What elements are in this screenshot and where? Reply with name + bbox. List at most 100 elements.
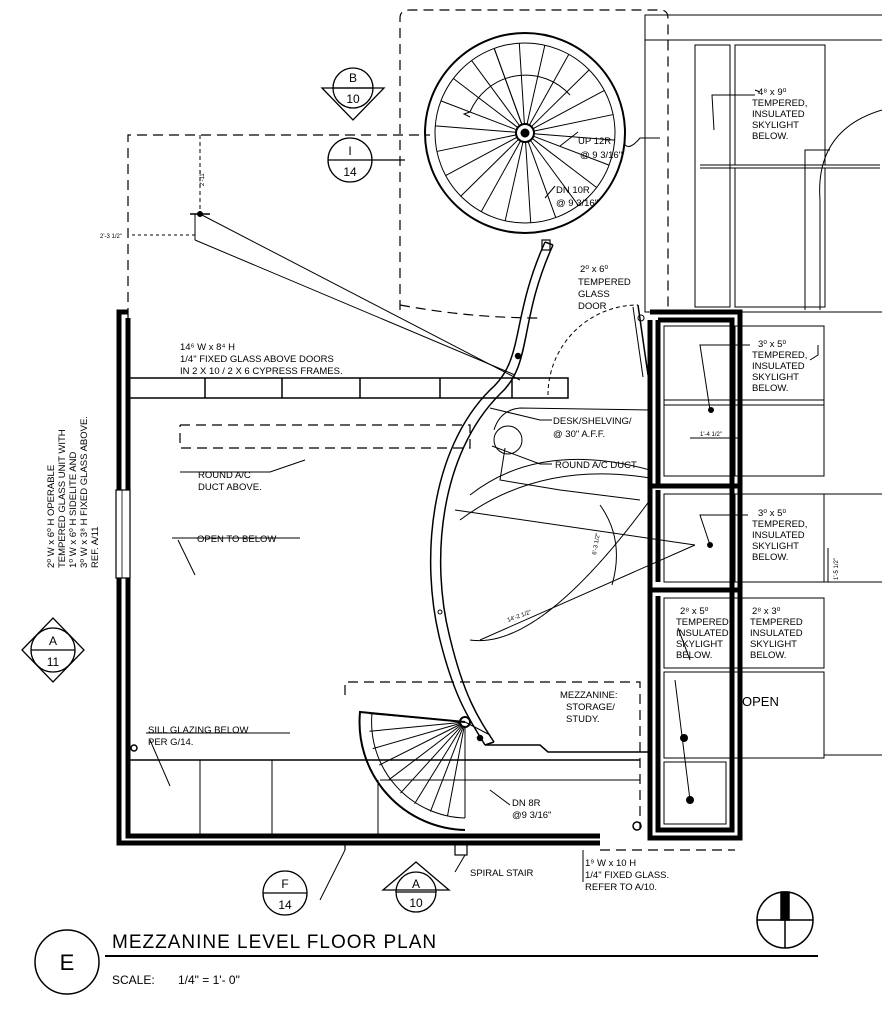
- svg-text:STUDY.: STUDY.: [566, 714, 600, 725]
- svg-text:TEMPERED: TEMPERED: [750, 617, 803, 628]
- stair-tread: [429, 726, 464, 812]
- scale-value: 1/4" = 1'- 0": [178, 973, 240, 987]
- scale-label: SCALE:: [112, 973, 155, 987]
- stair-tread: [388, 724, 462, 781]
- label-glass-above: 14⁶ W x 8⁴ H 1/4" FIXED GLASS ABOVE DOOR…: [180, 342, 343, 377]
- svg-text:DOOR: DOOR: [578, 301, 607, 312]
- svg-text:TEMPERED: TEMPERED: [578, 277, 631, 288]
- stair-tread: [445, 136, 518, 176]
- label-open-below: OPEN TO BELOW: [197, 534, 276, 545]
- label-open: OPEN: [742, 694, 779, 709]
- stair-tread: [480, 140, 522, 212]
- skylight-grid-upper: [644, 14, 882, 313]
- stair-tread: [529, 139, 579, 206]
- svg-text:IN 2 X 10 / 2 X 6 CYPRESS FRAM: IN 2 X 10 / 2 X 6 CYPRESS FRAMES.: [180, 366, 343, 377]
- stair-tread: [533, 133, 615, 141]
- svg-text:2⁸ x 5⁰: 2⁸ x 5⁰: [680, 606, 709, 617]
- door-swing: [547, 304, 649, 396]
- label-duct-above: ROUND A/C DUCT ABOVE.: [198, 470, 262, 493]
- stair-tread: [460, 138, 519, 197]
- svg-text:1⁰ W x 6⁰ H SIDELITE AND: 1⁰ W x 6⁰ H SIDELITE AND: [68, 451, 79, 568]
- label-dn8-riser: @9 3/16": [512, 810, 551, 821]
- svg-text:TEMPERED,: TEMPERED,: [752, 98, 807, 109]
- marker-F-sheet: 14: [278, 898, 292, 912]
- label-spiral-stair: SPIRAL STAIR: [470, 868, 533, 879]
- svg-text:4⁸ x 9⁰: 4⁸ x 9⁰: [758, 87, 787, 98]
- label-fixed-glass: 1⁹ W x 10 H 1/4" FIXED GLASS. REFER TO A…: [585, 858, 669, 893]
- overhead-dashed-lines: [127, 9, 735, 851]
- stair-tread: [435, 125, 517, 133]
- label-sill: SILL GLAZING BELOW PER G/14.: [148, 725, 249, 748]
- svg-text:@ 30" A.F.F.: @ 30" A.F.F.: [553, 429, 605, 440]
- stair-tread: [378, 723, 461, 766]
- svg-text:3⁰ W x 3⁸ H FIXED GLASS ABOVE.: 3⁰ W x 3⁸ H FIXED GLASS ABOVE.: [79, 416, 90, 568]
- svg-text:SILL GLAZING BELOW: SILL GLAZING BELOW: [148, 725, 249, 736]
- svg-text:DUCT ABOVE.: DUCT ABOVE.: [198, 482, 262, 493]
- label-dn: DN 10R: [556, 185, 590, 196]
- svg-text:1/4" FIXED GLASS.: 1/4" FIXED GLASS.: [585, 870, 669, 881]
- dim-right: 1'-4 1/2": [700, 432, 722, 438]
- label-dn-riser: @ 9 3/16": [556, 198, 598, 209]
- stair-tread: [493, 48, 523, 125]
- stair-tread: [369, 713, 461, 723]
- svg-text:BELOW.: BELOW.: [752, 131, 788, 142]
- marker-A10-sheet: 10: [409, 896, 423, 910]
- svg-text:SKYLIGHT: SKYLIGHT: [752, 120, 799, 131]
- svg-text:INSULATED: INSULATED: [750, 628, 803, 639]
- svg-text:MEZZANINE:: MEZZANINE:: [560, 690, 618, 701]
- window-opening: [115, 489, 131, 579]
- label-skylight-4: 2⁸ x 5⁰ TEMPERED INSULATED SKYLIGHT BELO…: [676, 606, 729, 661]
- svg-text:TEMPERED: TEMPERED: [676, 617, 729, 628]
- marker-F-letter: F: [281, 877, 288, 891]
- label-up: UP 12R: [578, 136, 611, 147]
- marker-B-letter: B: [349, 71, 357, 85]
- marker-B-10: [320, 67, 386, 121]
- label-operable-window: 2⁰ W x 6⁰ H OPERABLE TEMPERED GLASS UNIT…: [46, 416, 101, 568]
- svg-text:SKYLIGHT: SKYLIGHT: [676, 639, 723, 650]
- label-dn8: DN 8R: [512, 798, 541, 809]
- leader-lines: [146, 89, 829, 901]
- svg-text:2⁰ W x 6⁰ H OPERABLE: 2⁰ W x 6⁰ H OPERABLE: [46, 465, 57, 568]
- label-duct-right: ROUND A/C DUCT: [555, 460, 637, 471]
- stair-tread: [528, 54, 570, 126]
- stair-tread: [446, 726, 465, 817]
- svg-text:3⁰ x 5⁰: 3⁰ x 5⁰: [758, 339, 786, 350]
- svg-text:TEMPERED,: TEMPERED,: [752, 519, 807, 530]
- svg-text:REF. A/11: REF. A/11: [90, 526, 101, 568]
- svg-text:SKYLIGHT: SKYLIGHT: [750, 639, 797, 650]
- marker-A10-letter: A: [412, 877, 420, 891]
- svg-text:BELOW.: BELOW.: [752, 383, 788, 394]
- svg-text:14⁶ W x 8⁴ H: 14⁶ W x 8⁴ H: [180, 342, 235, 353]
- label-skylight-1: 4⁸ x 9⁰ TEMPERED, INSULATED SKYLIGHT BEL…: [752, 87, 807, 142]
- label-door: 2⁰ x 6⁰ TEMPERED GLASS DOOR: [578, 264, 631, 312]
- stair-tread: [533, 114, 614, 132]
- stair-tread: [436, 134, 517, 152]
- svg-text:3⁰ x 5⁰: 3⁰ x 5⁰: [758, 508, 786, 519]
- dim-right-vert: 1'-5 1/2": [834, 558, 840, 580]
- svg-text:INSULATED: INSULATED: [752, 530, 805, 541]
- svg-text:BELOW.: BELOW.: [752, 552, 788, 563]
- title-tag: E: [60, 950, 75, 975]
- stair-tread: [471, 60, 521, 127]
- svg-text:1/4" FIXED GLASS ABOVE DOORS: 1/4" FIXED GLASS ABOVE DOORS: [180, 354, 334, 365]
- svg-text:1⁹ W x 10 H: 1⁹ W x 10 H: [585, 858, 636, 869]
- marker-I-14: [327, 137, 405, 183]
- stair-tread: [414, 725, 463, 804]
- stair-tread: [526, 45, 546, 125]
- marker-A11-sheet: 11: [47, 655, 60, 669]
- label-skylight-3: 3⁰ x 5⁰ TEMPERED, INSULATED SKYLIGHT BEL…: [752, 508, 807, 563]
- dim-vertical: 2'-11": [200, 171, 206, 186]
- lower-spiral-stair: [358, 710, 491, 831]
- stair-tread: [532, 90, 605, 130]
- stair-tread: [531, 138, 597, 188]
- svg-text:INSULATED: INSULATED: [752, 361, 805, 372]
- svg-text:SKYLIGHT: SKYLIGHT: [752, 372, 799, 383]
- dim-angle: 6'-3 1/2": [592, 533, 602, 556]
- north-arrow-icon: [756, 891, 814, 949]
- stair-tread: [504, 141, 524, 221]
- svg-text:2⁰ x 6⁰: 2⁰ x 6⁰: [580, 264, 608, 275]
- stair-tread: [527, 141, 557, 218]
- desk-shelving: [437, 407, 696, 642]
- skylight-grid-lower: [663, 325, 882, 825]
- marker-A11-letter: A: [49, 634, 57, 648]
